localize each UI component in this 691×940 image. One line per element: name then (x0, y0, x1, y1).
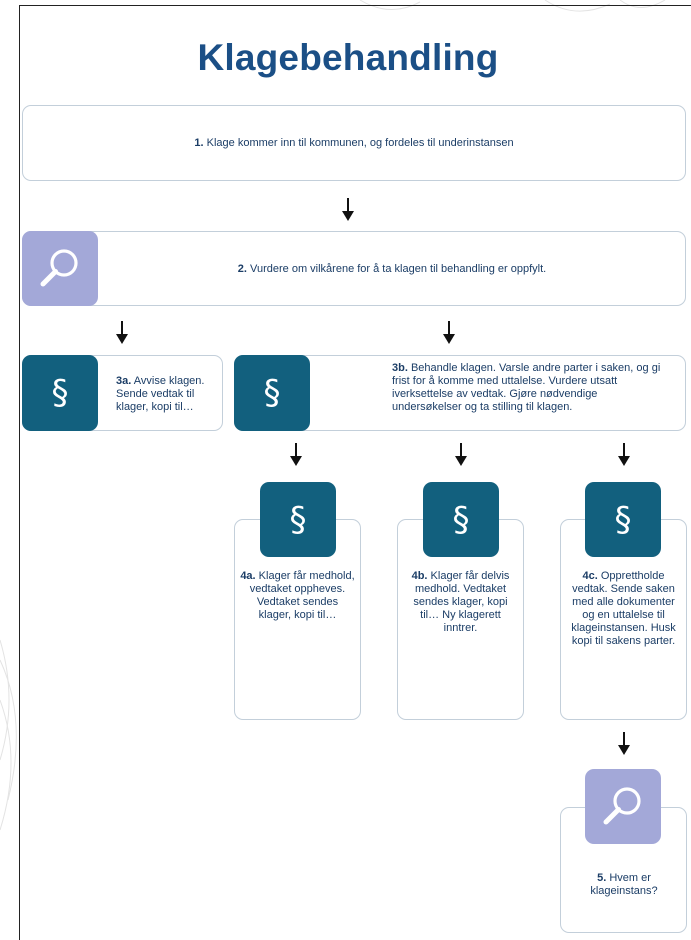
step-5-number: 5. (597, 872, 607, 884)
step-3a-label: Avvise klagen. Sende vedtak til klager, … (116, 375, 205, 413)
step-5-label: Hvem er klageinstans? (590, 872, 658, 897)
magnifier-icon (40, 248, 78, 286)
arrow-2-to-3b (443, 321, 455, 345)
step-1-number: 1. (194, 137, 204, 149)
step-4a-number: 4a. (240, 570, 256, 582)
step-4a-label: Klager får medhold, vedtaket oppheves. V… (249, 570, 355, 621)
step-2-label: Vurdere om vilkårene for å ta klagen til… (250, 263, 547, 275)
paragraph-icon: § (614, 499, 632, 540)
paragraph-icon: § (51, 373, 69, 413)
step-2-number: 2. (237, 263, 247, 275)
step-2-box (22, 231, 686, 306)
step-3b-label: Behandle klagen. Varsle andre parter i s… (392, 362, 661, 413)
step-4c-label: Opprettholde vedtak. Sende saken med all… (571, 570, 676, 647)
step-3a-text: 3a. Avvise klagen. Sende vedtak til klag… (116, 375, 220, 414)
arrow-2-to-3a (116, 321, 128, 345)
arrow-4c-to-5 (618, 732, 630, 756)
step-3a-number: 3a. (116, 375, 132, 387)
step-3b-text: 3b. Behandle klagen. Varsle andre parter… (392, 362, 667, 414)
step-2-text: 2. Vurdere om vilkårene for å ta klagen … (98, 263, 686, 276)
step-5-text: 5. Hvem er klageinstans? (583, 872, 665, 898)
step-2-icon-tile (22, 231, 98, 306)
arrow-3b-to-4b (455, 443, 467, 467)
paragraph-icon: § (289, 499, 307, 540)
page-frame (19, 5, 691, 940)
page-title: Klagebehandling (197, 37, 499, 78)
step-4c-icon-tile: § (585, 482, 661, 557)
step-3a-icon-tile: § (22, 355, 98, 431)
step-1-text: 1. Klage kommer inn til kommunen, og for… (22, 137, 686, 150)
paragraph-icon: § (263, 373, 281, 413)
step-4b-text: 4b. Klager får delvis medhold. Vedtaket … (403, 570, 518, 635)
step-4c-text: 4c. Opprettholde vedtak. Sende saken med… (565, 570, 682, 648)
arrow-1-to-2 (342, 198, 354, 222)
magnifier-icon (603, 786, 641, 824)
step-4b-label: Klager får delvis medhold. Vedtaket send… (413, 570, 510, 634)
step-3b-number: 3b. (392, 362, 408, 374)
arrow-3b-to-4c (618, 443, 630, 467)
paragraph-icon: § (452, 499, 470, 540)
step-1-label: Klage kommer inn til kommunen, og fordel… (206, 137, 514, 149)
step-3b-icon-tile: § (234, 355, 310, 431)
step-1-box (22, 105, 686, 181)
step-4b-number: 4b. (411, 570, 428, 582)
step-4c-number: 4c. (582, 570, 598, 582)
step-5-icon-tile (585, 769, 661, 844)
step-4a-icon-tile: § (260, 482, 336, 557)
step-4a-text: 4a. Klager får medhold, vedtaket oppheve… (240, 570, 355, 622)
step-4b-icon-tile: § (423, 482, 499, 557)
arrow-3b-to-4a (290, 443, 302, 467)
